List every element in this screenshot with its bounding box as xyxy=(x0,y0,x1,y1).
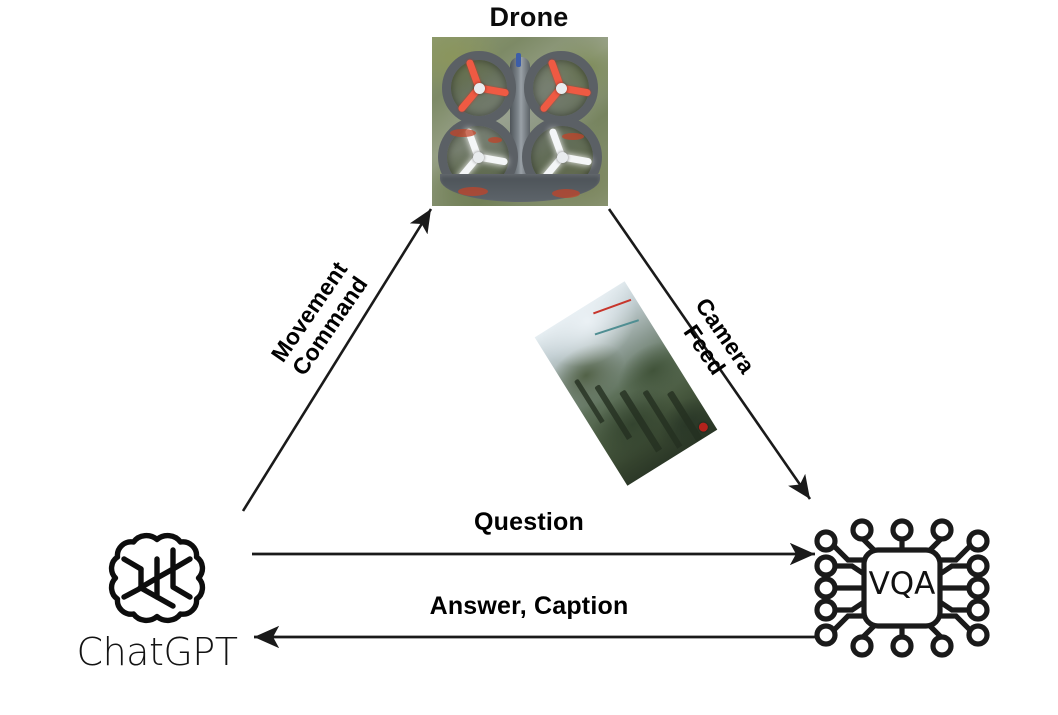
edge-movement-command xyxy=(241,208,433,512)
propeller-hub xyxy=(555,82,567,94)
propeller-hub xyxy=(473,82,485,94)
telemetry-overlay-line-red xyxy=(593,298,632,315)
propeller-hub xyxy=(556,151,568,163)
drone-nose-light xyxy=(516,53,521,67)
openai-knot-icon xyxy=(108,532,206,624)
drone-rotor-front-left xyxy=(442,51,516,125)
edge-label-question: Question xyxy=(474,508,584,536)
rock-texture xyxy=(450,129,476,137)
drone-photo xyxy=(432,37,608,206)
chip-icon xyxy=(814,518,990,658)
vqa-node: VQA xyxy=(812,498,992,678)
drone-rotor-front-right xyxy=(524,51,598,125)
chatgpt-node: ChatGPT xyxy=(72,528,242,674)
edge-label-answer-caption: Answer, Caption xyxy=(429,592,629,620)
rock-texture xyxy=(458,187,488,196)
telemetry-overlay-line-teal xyxy=(594,319,640,336)
rock-texture xyxy=(488,137,502,143)
propeller-hub xyxy=(472,151,484,163)
rock-texture xyxy=(552,189,580,198)
chatgpt-node-label: ChatGPT xyxy=(76,630,238,674)
tree-silhouette xyxy=(619,389,663,453)
rock-texture xyxy=(562,133,584,140)
drone-node-label: Drone xyxy=(489,2,569,32)
chip-body xyxy=(861,547,943,629)
